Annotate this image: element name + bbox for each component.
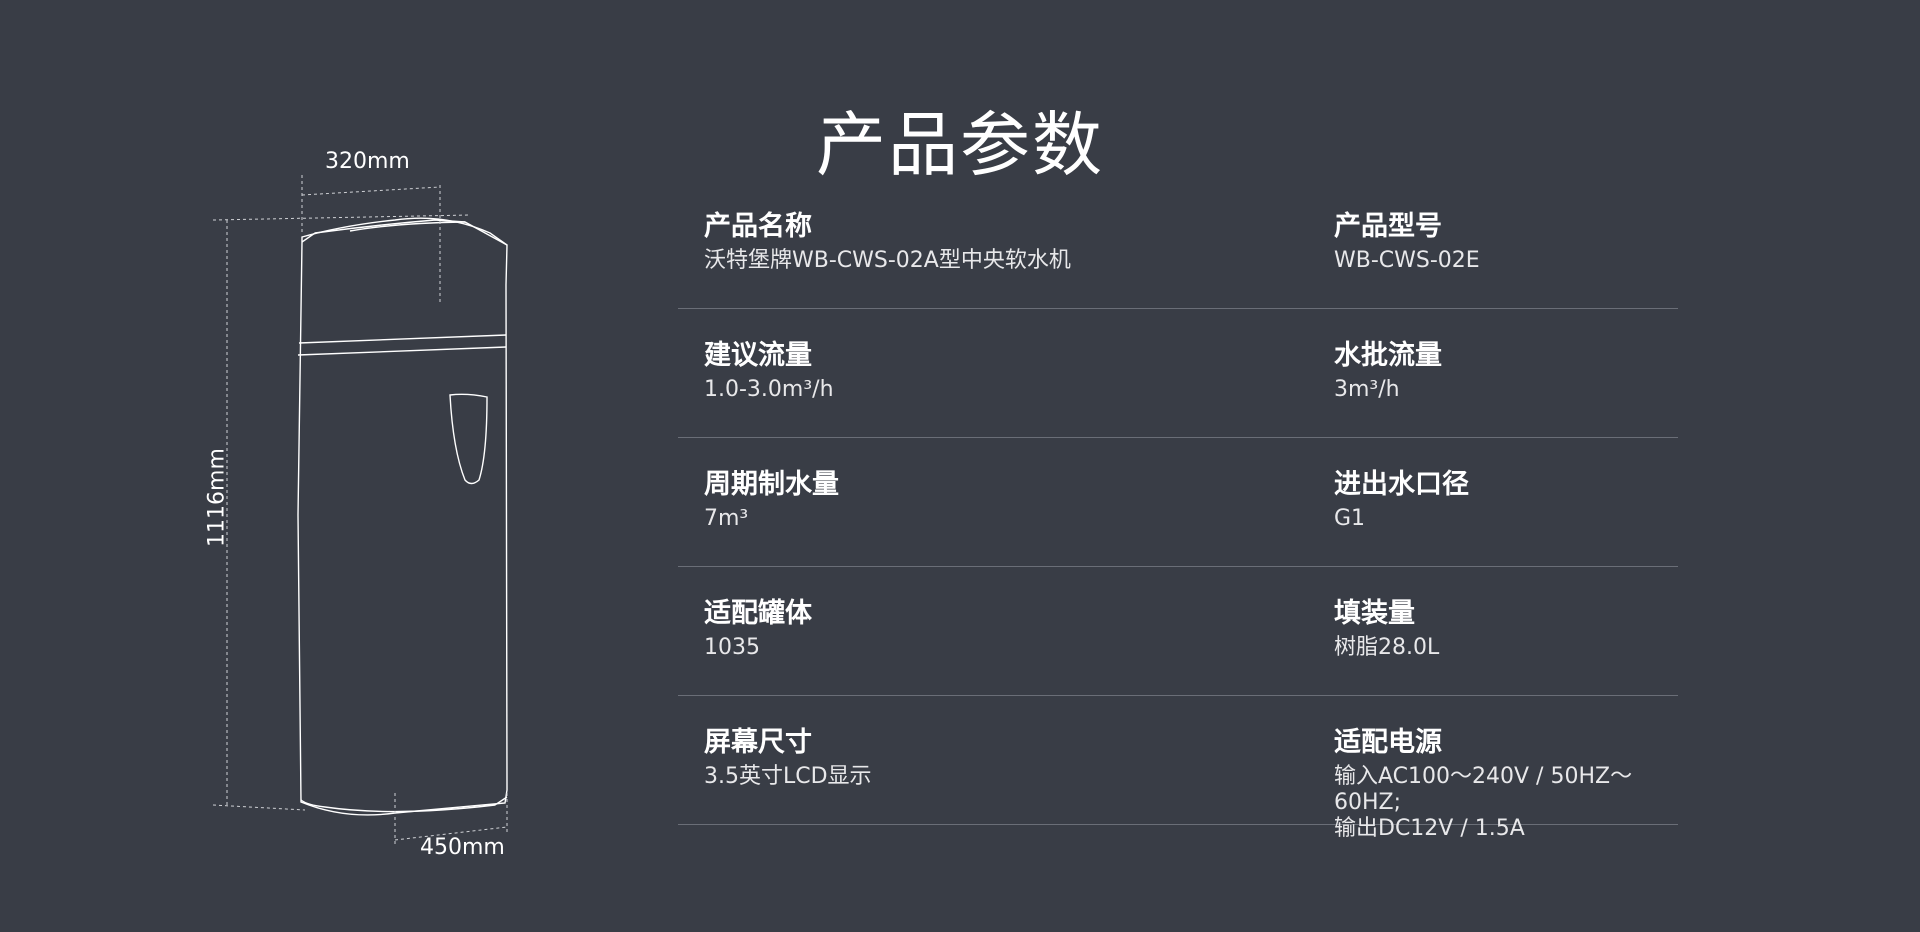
spec-label: 建议流量 — [704, 340, 812, 371]
spec-cell-batch-flow: 水批流量 3m³/h — [1334, 339, 1442, 403]
height-dimension-label: 1116mm — [204, 448, 230, 547]
spec-value: 3m³/h — [1334, 377, 1400, 402]
spec-label: 屏幕尺寸 — [704, 727, 812, 758]
spec-cell-port-diameter: 进出水口径 G1 — [1334, 468, 1469, 532]
page-title: 产品参数 — [816, 104, 1104, 186]
spec-label: 产品型号 — [1334, 211, 1442, 242]
display-window — [449, 393, 488, 485]
spec-row: 产品名称 沃特堡牌WB-CWS-02A型中央软水机 产品型号 WB-CWS-02… — [678, 180, 1678, 309]
spec-label: 进出水口径 — [1334, 469, 1469, 500]
water-softener-outline — [212, 175, 508, 845]
spec-cell-model: 产品型号 WB-CWS-02E — [1334, 210, 1480, 274]
height-dim-bottom — [212, 804, 306, 811]
band-top — [298, 334, 507, 344]
product-diagram: 320mm 1116mm 450mm — [195, 145, 535, 885]
spec-value: 1.0-3.0m³/h — [704, 377, 834, 402]
band-bottom — [297, 346, 507, 356]
spec-cell-power-supply: 适配电源 输入AC100～240V / 50HZ～60HZ; 输出DC12V /… — [1334, 726, 1678, 842]
top-cap-outline — [301, 219, 508, 246]
spec-value: 树脂28.0L — [1334, 635, 1440, 660]
spec-row: 适配罐体 1035 填装量 树脂28.0L — [678, 567, 1678, 696]
spec-label: 填装量 — [1334, 598, 1415, 629]
spec-value: 3.5英寸LCD显示 — [704, 764, 872, 789]
spec-label: 水批流量 — [1334, 340, 1442, 371]
spec-row: 建议流量 1.0-3.0m³/h 水批流量 3m³/h — [678, 309, 1678, 438]
spec-value: 输入AC100～240V / 50HZ～60HZ; 输出DC12V / 1.5A — [1334, 764, 1633, 841]
body-outline — [297, 217, 508, 816]
spec-row: 周期制水量 7m³ 进出水口径 G1 — [678, 438, 1678, 567]
width-dim-line — [301, 186, 441, 196]
spec-label: 适配罐体 — [704, 598, 812, 629]
spec-label: 产品名称 — [704, 211, 812, 242]
spec-cell-suggested-flow: 建议流量 1.0-3.0m³/h — [704, 339, 834, 403]
spec-label: 周期制水量 — [704, 469, 839, 500]
spec-table: 产品名称 沃特堡牌WB-CWS-02A型中央软水机 产品型号 WB-CWS-02… — [678, 180, 1678, 841]
depth-dim-line — [394, 826, 508, 841]
width-dimension-label: 320mm — [325, 149, 410, 174]
height-dim-top — [212, 214, 471, 221]
spec-row: 屏幕尺寸 3.5英寸LCD显示 适配电源 输入AC100～240V / 50HZ… — [678, 696, 1678, 841]
spec-cell-product-name: 产品名称 沃特堡牌WB-CWS-02A型中央软水机 — [704, 210, 1071, 274]
spec-value: 1035 — [704, 635, 760, 660]
depth-dimension-label: 450mm — [420, 835, 505, 860]
top-cap-inner — [349, 221, 466, 232]
spec-cell-tank: 适配罐体 1035 — [704, 597, 812, 661]
spec-cell-fill-volume: 填装量 树脂28.0L — [1334, 597, 1439, 661]
spec-value: 沃特堡牌WB-CWS-02A型中央软水机 — [704, 248, 1071, 273]
spec-value: G1 — [1334, 506, 1366, 531]
spec-cell-screen-size: 屏幕尺寸 3.5英寸LCD显示 — [704, 726, 872, 790]
spec-label: 适配电源 — [1334, 727, 1442, 758]
spec-value: WB-CWS-02E — [1334, 248, 1480, 273]
spec-cell-cycle-output: 周期制水量 7m³ — [704, 468, 839, 532]
base-outline — [300, 796, 508, 813]
spec-value: 7m³ — [704, 506, 749, 531]
